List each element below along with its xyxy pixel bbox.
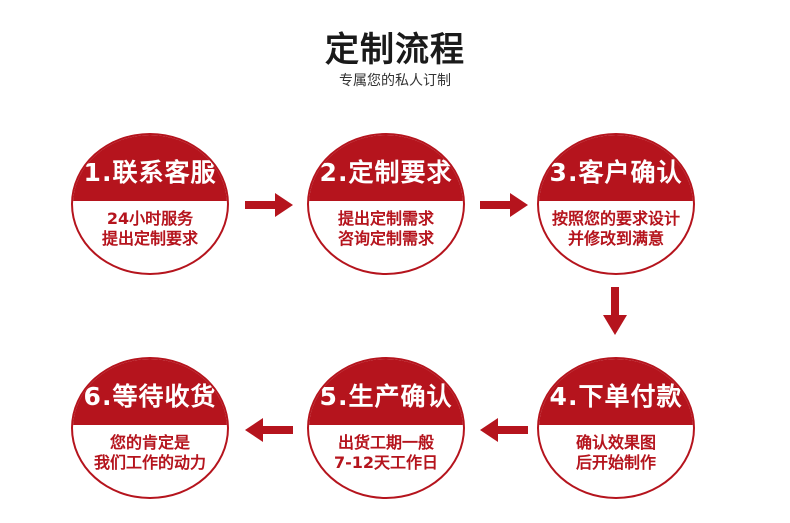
step-2-description: 提出定制需求 咨询定制需求	[309, 209, 463, 249]
arrow-right-icon	[480, 193, 528, 217]
step-3-line-2: 并修改到满意	[567, 229, 664, 248]
step-2-title: 2.定制要求	[309, 135, 463, 201]
step-6-description: 您的肯定是 我们工作的动力	[73, 433, 227, 473]
step-4-line-2: 后开始制作	[575, 453, 656, 472]
step-2-line-2: 咨询定制需求	[337, 229, 434, 248]
step-6-line-2: 我们工作的动力	[93, 453, 206, 472]
step-5-line-1: 出货工期一般	[337, 433, 434, 452]
step-4-description: 确认效果图 后开始制作	[539, 433, 693, 473]
page-subtitle: 专属您的私人订制	[339, 73, 451, 89]
step-4-title: 4.下单付款	[539, 359, 693, 425]
step-1-line-2: 提出定制要求	[101, 229, 198, 248]
step-2-line-1: 提出定制需求	[337, 209, 434, 228]
page-title: 定制流程	[325, 30, 465, 70]
step-5-title: 5.生产确认	[309, 359, 463, 425]
step-3-title: 3.客户确认	[539, 135, 693, 201]
step-5-line-2: 7-12天工作日	[333, 453, 439, 472]
step-5-description: 出货工期一般 7-12天工作日	[309, 433, 463, 473]
step-4-line-1: 确认效果图	[575, 433, 656, 452]
step-6-title: 6.等待收货	[73, 359, 227, 425]
arrow-left-icon	[245, 418, 293, 442]
arrow-right-icon	[245, 193, 293, 217]
step-2-circle: 2.定制要求 提出定制需求 咨询定制需求	[307, 133, 465, 275]
step-1-description: 24小时服务 提出定制要求	[73, 209, 227, 249]
step-1-title: 1.联系客服	[73, 135, 227, 201]
step-6-line-1: 您的肯定是	[109, 433, 190, 452]
step-1-line-1: 24小时服务	[106, 209, 194, 228]
step-6-circle: 6.等待收货 您的肯定是 我们工作的动力	[71, 357, 229, 499]
step-5-circle: 5.生产确认 出货工期一般 7-12天工作日	[307, 357, 465, 499]
arrow-down-icon	[603, 287, 627, 335]
arrow-left-icon	[480, 418, 528, 442]
step-3-line-1: 按照您的要求设计	[551, 209, 680, 228]
step-3-description: 按照您的要求设计 并修改到满意	[539, 209, 693, 249]
step-4-circle: 4.下单付款 确认效果图 后开始制作	[537, 357, 695, 499]
step-3-circle: 3.客户确认 按照您的要求设计 并修改到满意	[537, 133, 695, 275]
step-1-circle: 1.联系客服 24小时服务 提出定制要求	[71, 133, 229, 275]
